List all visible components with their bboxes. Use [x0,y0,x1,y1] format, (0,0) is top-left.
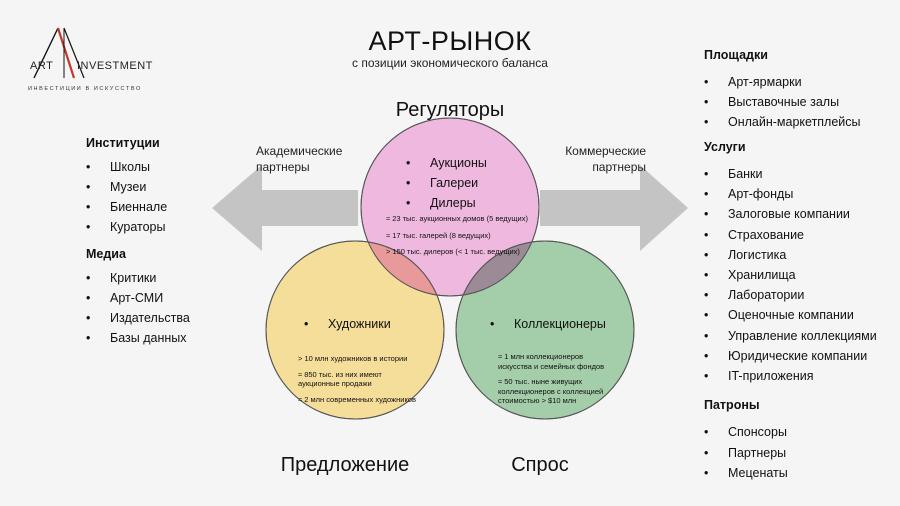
section-heading-media: Медиа [86,247,126,261]
list-item: Меценаты [704,463,894,484]
page-title: АРТ-РЫНОК [368,26,532,56]
collectors-facts: ≈ 1 млн коллекционеров искусства и семей… [498,352,605,405]
list-item: Оценочные компании [704,305,894,325]
list-item: Галереи [406,173,487,193]
list-item: Арт-ярмарки [704,72,894,92]
list-item: Дилеры [406,193,487,213]
list-item: Арт-СМИ [86,288,246,308]
section-heading-patrons: Патроны [704,398,760,413]
list-item: Кураторы [86,217,246,237]
artists-title: Художники [304,317,391,331]
logo-mark-icon [33,27,85,79]
section-heading-venues: Площадки [704,48,768,62]
list-item: Партнеры [704,443,894,464]
list-item: Арт-фонды [704,184,894,204]
artists-facts: > 10 млн художников в истории ≈ 850 тыс.… [298,354,416,404]
demand-label: Спрос [511,454,569,476]
list-item: Банки [704,164,894,184]
page-subtitle: с позиции экономического баланса [352,56,548,70]
arrow-right-icon [540,165,688,251]
list-item: Аукционы [406,153,487,173]
regulators-items: Аукционы Галереи Дилеры [406,153,487,213]
section-heading-services: Услуги [704,140,746,154]
left-column: Институции Школы Музеи Биеннале Кураторы… [86,136,246,348]
list-item: Управление коллекциями [704,326,894,346]
right-column: Площадки Арт-ярмарки Выставочные залы Он… [704,48,894,484]
commercial-partners-label: Коммерческие партнеры [565,144,646,174]
list-item: Коллекционеры [490,317,606,331]
list-item: Издательства [86,308,246,328]
list-item: Выставочные залы [704,92,894,112]
supply-label: Предложение [280,454,410,476]
list-item: Логистика [704,245,894,265]
list-item: Школы [86,157,246,177]
list-item: Спонсоры [704,422,894,443]
list-item: IT-приложения [704,366,894,386]
list-item: Критики [86,268,246,288]
list-item: Базы данных [86,328,246,348]
regulators-facts: ≈ 23 тыс. аукционных домов (5 ведущих) ≈… [386,214,528,256]
logo-tagline: ИНВЕСТИЦИИ В ИСКУССТВО [28,86,142,92]
logo-word-art: ART [30,60,54,72]
arrow-left-icon [212,165,358,251]
list-item: Залоговые компании [704,204,894,224]
list-item: Художники [304,317,391,331]
regulators-label: Регуляторы [395,99,505,121]
list-item: Лаборатории [704,285,894,305]
list-item: Онлайн-маркетплейсы [704,112,894,132]
logo: ART INVESTMENT ИНВЕСТИЦИИ В ИСКУССТВО [28,24,158,104]
list-item: Музеи [86,177,246,197]
list-item: Биеннале [86,197,246,217]
logo-word-investment: INVESTMENT [77,60,153,72]
section-heading-institutions: Институции [86,136,160,150]
list-item: Юридические компании [704,346,894,366]
academic-partners-label: Академические партнеры [256,144,343,174]
collectors-title: Коллекционеры [490,317,606,331]
list-item: Хранилища [704,265,894,285]
list-item: Страхование [704,225,894,245]
